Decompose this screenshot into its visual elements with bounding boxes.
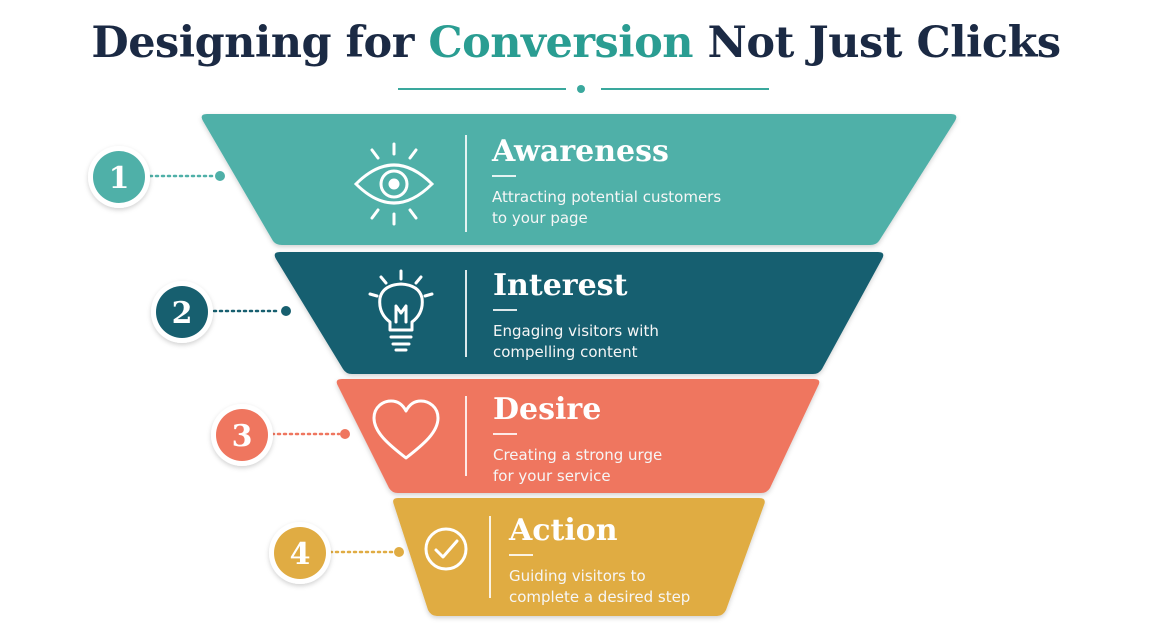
stage-desire-text: Desire Creating a strong urge for your s… — [493, 393, 683, 487]
check-circle-icon — [424, 527, 468, 571]
stage-rule-interest — [493, 309, 517, 311]
stage-awareness — [201, 114, 957, 245]
stage-desc-desire: Creating a strong urge for your service — [493, 446, 663, 485]
stage-title-interest: Interest — [493, 268, 628, 303]
page-title: Designing for Conversion Not Just Clicks — [0, 18, 1152, 68]
badge-1: 1 — [88, 146, 225, 208]
heart-icon — [372, 399, 440, 460]
funnel-band-desire — [336, 379, 820, 493]
eye-icon — [353, 142, 435, 226]
stage-title-action: Action — [509, 513, 618, 548]
stage-desc-awareness: Attracting potential customers to your p… — [492, 188, 722, 227]
stage-interest-text: Interest Engaging visitors with compelli… — [493, 269, 733, 363]
badge-2: 2 — [151, 281, 291, 343]
stage-interest — [274, 252, 884, 374]
badge-number-2: 2 — [172, 296, 193, 331]
badge-number-4: 4 — [290, 537, 311, 572]
title-underline-left — [398, 88, 566, 90]
title-part-1: Designing for — [91, 18, 414, 68]
title-underline-right — [601, 88, 769, 90]
stage-action-text: Action Guiding visitors to complete a de… — [509, 514, 699, 608]
badge-number-1: 1 — [109, 161, 130, 196]
stage-rule-desire — [493, 433, 517, 435]
title-part-2: Not Just Clicks — [707, 18, 1062, 68]
funnel-band-awareness — [201, 114, 957, 245]
title-underline-dot — [577, 85, 585, 93]
funnel-band-action — [393, 498, 765, 616]
stage-title-desire: Desire — [493, 392, 602, 427]
stage-action — [393, 498, 765, 616]
title-accent: Conversion — [428, 18, 694, 68]
stage-awareness-text: Awareness Attracting potential customers… — [492, 135, 732, 229]
lightbulb-icon — [368, 269, 434, 352]
badge-4: 4 — [269, 522, 404, 584]
stage-rule-action — [509, 554, 533, 556]
badge-3: 3 — [211, 404, 350, 466]
stage-title-awareness: Awareness — [492, 134, 669, 169]
stage-desc-action: Guiding visitors to complete a desired s… — [509, 567, 691, 606]
stage-desire — [336, 379, 820, 493]
funnel-band-interest — [274, 252, 884, 374]
stage-desc-interest: Engaging visitors with compelling conten… — [493, 322, 659, 361]
badge-number-3: 3 — [232, 419, 253, 454]
stage-rule-awareness — [492, 175, 516, 177]
